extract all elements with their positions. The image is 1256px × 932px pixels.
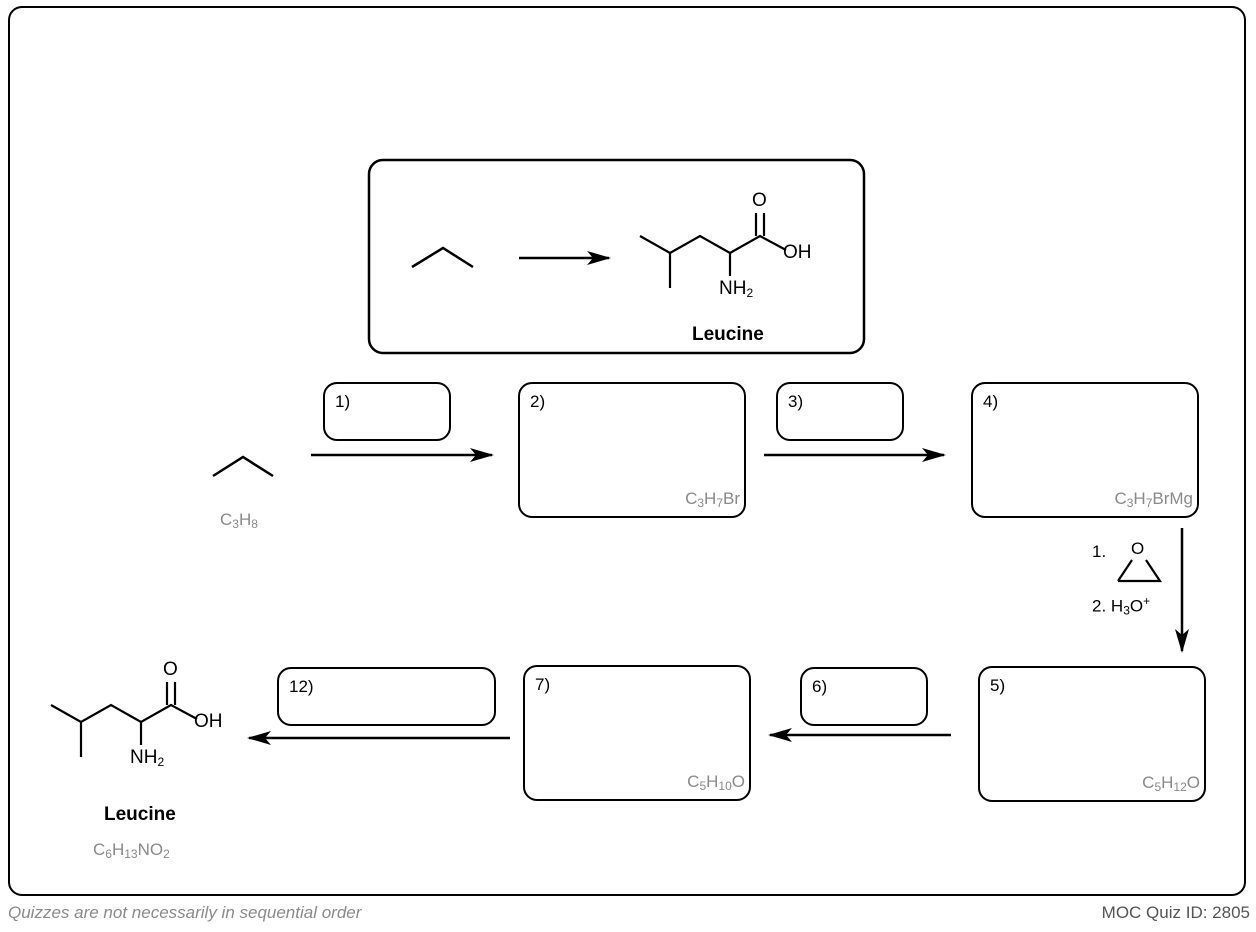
- step-number: 3): [788, 392, 804, 411]
- answer-box-step-12[interactable]: 12): [277, 667, 496, 726]
- step-5-formula: C5H12O: [1142, 773, 1200, 794]
- answer-box-step-4[interactable]: 4) C3H7BrMg: [971, 382, 1199, 518]
- start-formula: C3H8: [220, 510, 258, 531]
- answer-box-step-5[interactable]: 5) C5H12O: [978, 666, 1206, 802]
- step-number: 6): [812, 677, 828, 696]
- start-propane-skeleton: [212, 455, 274, 478]
- final-leucine-skeleton: [50, 682, 198, 757]
- answer-box-step-2[interactable]: 2) C3H7Br: [518, 382, 746, 518]
- step-number: 4): [983, 392, 999, 411]
- epoxide-ring: [1117, 559, 1163, 583]
- problem-propane-skeleton: [411, 246, 474, 269]
- final-product-formula: C6H13NO2: [93, 840, 170, 861]
- quiz-frame: [8, 6, 1246, 896]
- step-number: 2): [530, 392, 546, 411]
- step-7-formula: C5H10O: [687, 772, 745, 793]
- step-number: 1): [335, 392, 351, 411]
- problem-hydroxyl: OH: [783, 242, 812, 263]
- problem-box: [367, 158, 866, 355]
- step-number: 5): [990, 676, 1006, 695]
- problem-amine: NH2: [719, 278, 754, 300]
- answer-box-step-3[interactable]: 3): [776, 382, 904, 441]
- problem-leucine-skeleton: [639, 213, 787, 288]
- reagent-line-2: 2. H3O+: [1092, 594, 1151, 618]
- step-2-formula: C3H7Br: [685, 489, 740, 510]
- final-product-label: Leucine: [104, 804, 176, 825]
- epoxide-oxygen: O: [1131, 539, 1145, 558]
- answer-box-step-1[interactable]: 1): [323, 382, 451, 441]
- problem-product-label: Leucine: [692, 324, 764, 345]
- quiz-id: MOC Quiz ID: 2805: [1101, 903, 1250, 922]
- step-4-formula: C3H7BrMg: [1114, 489, 1193, 510]
- step-number: 12): [289, 677, 314, 696]
- final-hydroxyl: OH: [194, 711, 223, 732]
- reagent-line-1: 1.: [1092, 542, 1107, 561]
- answer-box-step-6[interactable]: 6): [800, 667, 928, 726]
- step-number: 7): [535, 675, 551, 694]
- problem-carbonyl-o: O: [752, 190, 767, 211]
- footer-note: Quizzes are not necessarily in sequentia…: [8, 903, 362, 922]
- final-amine: NH2: [130, 747, 165, 769]
- final-carbonyl-o: O: [163, 659, 178, 680]
- answer-box-step-7[interactable]: 7) C5H10O: [523, 665, 751, 801]
